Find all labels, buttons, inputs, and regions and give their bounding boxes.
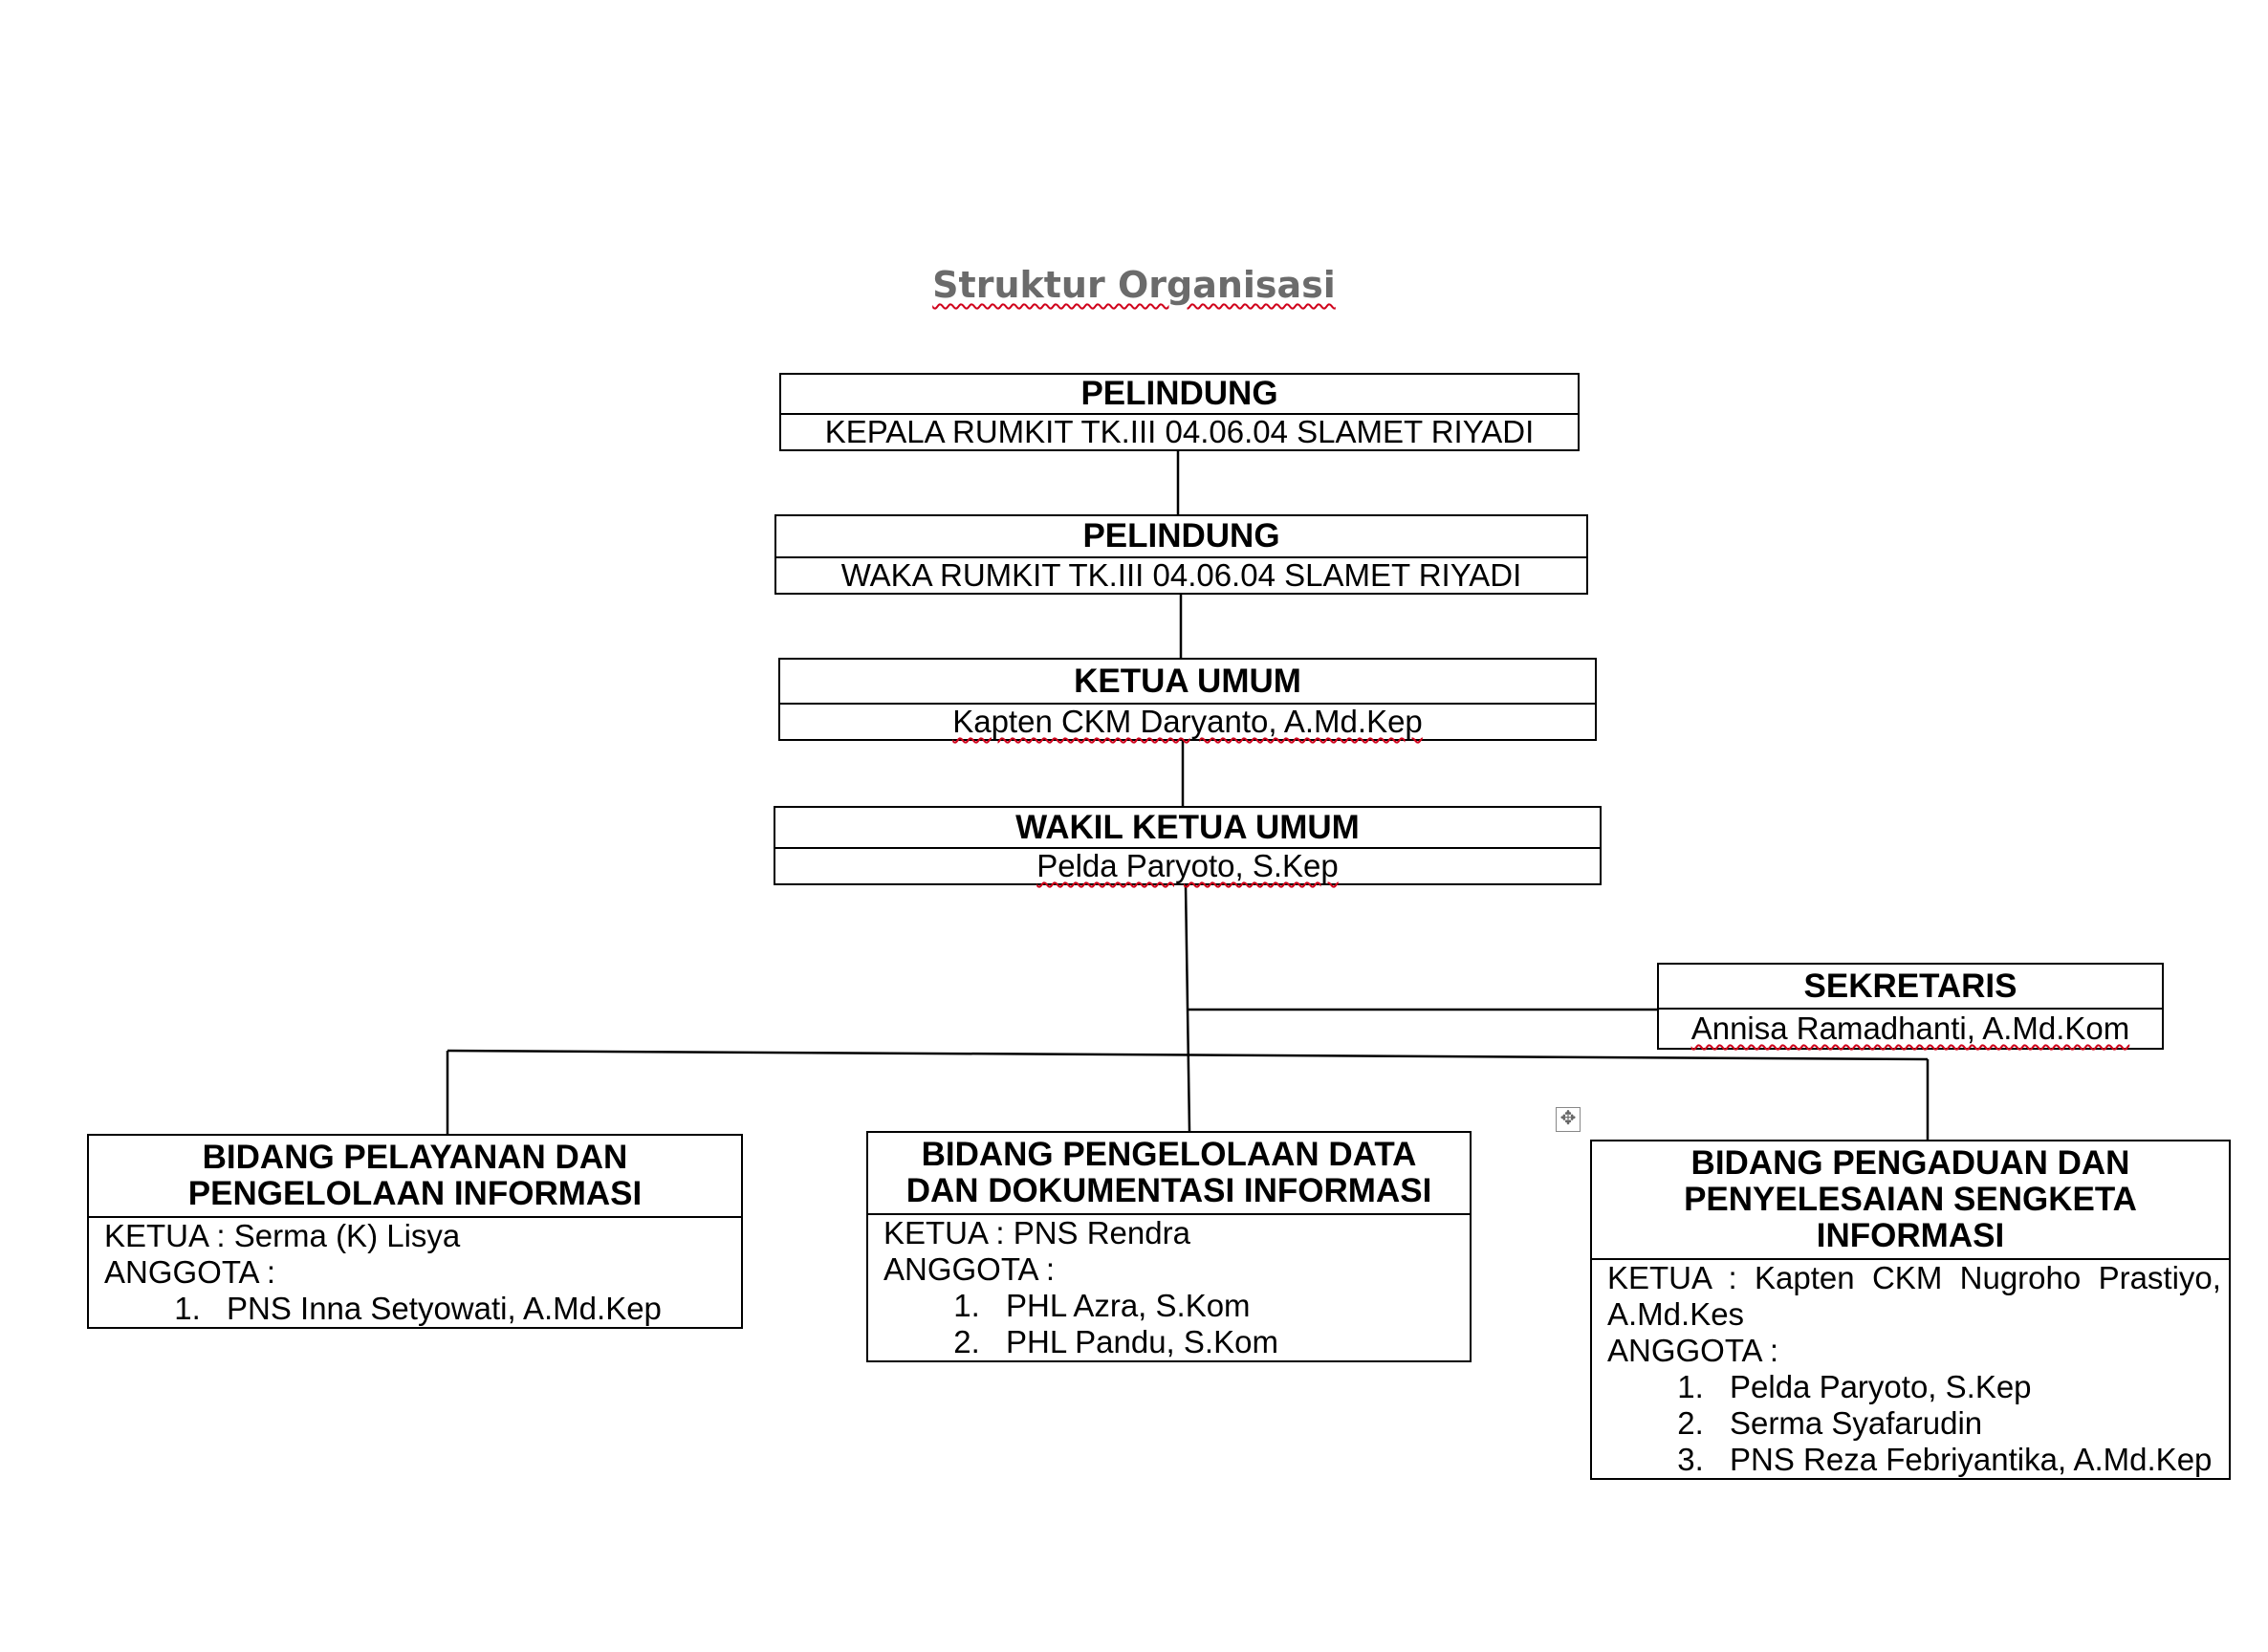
- ketua-text: KETUA : Serma (K) Lisya: [104, 1218, 461, 1253]
- node-sub: WAKA RUMKIT TK.III 04.06.04 SLAMET RIYAD…: [840, 557, 1522, 593]
- anggota-label: ANGGOTA :: [104, 1254, 276, 1290]
- anggota-label: ANGGOTA :: [1607, 1333, 1779, 1368]
- ketua-text-cont: A.Md.Kes: [1607, 1296, 1745, 1332]
- node-wakil-ketua-umum: WAKIL KETUA UMUM Pelda Paryoto, S.Kep: [774, 806, 1602, 885]
- node-pelindung-kepala: PELINDUNG KEPALA RUMKIT TK.III 04.06.04 …: [779, 373, 1580, 451]
- node-body: KETUA : PNS Rendra ANGGOTA : PHL Azra, S…: [868, 1215, 1470, 1360]
- node-head: SEKRETARIS: [1659, 965, 2162, 1010]
- node-head: PELINDUNG: [781, 375, 1578, 415]
- node-ketua-umum: KETUA UMUM Kapten CKM Daryanto, A.Md.Kep: [778, 658, 1597, 741]
- connector-wakil-trunk: [1184, 883, 1191, 1132]
- list-item: Pelda Paryoto, S.Kep: [1712, 1369, 2213, 1405]
- node-head: BIDANG PENGELOLAAN DATA DAN DOKUMENTASI …: [868, 1133, 1470, 1215]
- move-handle-icon[interactable]: ✥: [1556, 1107, 1581, 1132]
- ketua-text: KETUA : Kapten CKM Nugroho Prastiyo,: [1607, 1260, 2221, 1295]
- node-body: KETUA : Serma (K) Lisya ANGGOTA : PNS In…: [89, 1218, 741, 1327]
- list-item: PHL Azra, S.Kom: [989, 1288, 1454, 1324]
- list-item: PNS Inna Setyowati, A.Md.Kep: [209, 1291, 726, 1327]
- node-sub: Annisa Ramadhanti, A.Md.Kom: [1659, 1010, 2162, 1048]
- node-head-line: BIDANG PENGELOLAAN DATA: [921, 1136, 1417, 1173]
- node-sub: Pelda Paryoto, S.Kep: [775, 849, 1600, 883]
- list-item: PHL Pandu, S.Kom: [989, 1324, 1454, 1360]
- page-title: Struktur Organisasi: [932, 264, 1336, 306]
- connector-branch-horizontal: [447, 1049, 1929, 1061]
- node-bidang-pengelolaan-data: BIDANG PENGELOLAAN DATA DAN DOKUMENTASI …: [866, 1131, 1472, 1362]
- list-item: PNS Reza Febriyantika, A.Md.Kep: [1712, 1442, 2213, 1478]
- node-head-line: BIDANG PENGADUAN DAN: [1690, 1144, 2130, 1182]
- node-head-line: INFORMASI: [1816, 1217, 2005, 1254]
- node-sub-text: Pelda Paryoto, S.Kep: [1036, 848, 1339, 883]
- node-bidang-pelayanan: BIDANG PELAYANAN DAN PENGELOLAAN INFORMA…: [87, 1134, 743, 1329]
- node-head: KETUA UMUM: [780, 660, 1595, 705]
- node-head: PELINDUNG: [776, 516, 1586, 558]
- node-head: BIDANG PELAYANAN DAN PENGELOLAAN INFORMA…: [89, 1136, 741, 1218]
- list-item: Serma Syafarudin: [1712, 1405, 2213, 1442]
- node-body: KETUA : Kapten CKM Nugroho Prastiyo, A.M…: [1592, 1260, 2229, 1478]
- node-head-line: PENYELESAIAN SENGKETA: [1684, 1181, 2137, 1218]
- node-head: BIDANG PENGADUAN DAN PENYELESAIAN SENGKE…: [1592, 1141, 2229, 1260]
- node-sub-text: Kapten CKM Daryanto, A.Md.Kep: [952, 704, 1423, 739]
- node-head-line: PENGELOLAAN INFORMASI: [187, 1175, 643, 1212]
- node-head-line: DAN DOKUMENTASI INFORMASI: [905, 1172, 1432, 1209]
- member-list: Pelda Paryoto, S.Kep Serma Syafarudin PN…: [1607, 1369, 2213, 1478]
- member-list: PHL Azra, S.Kom PHL Pandu, S.Kom: [883, 1288, 1454, 1360]
- anggota-label: ANGGOTA :: [883, 1251, 1056, 1287]
- node-sub: Kapten CKM Daryanto, A.Md.Kep: [780, 705, 1595, 739]
- node-sub: KEPALA RUMKIT TK.III 04.06.04 SLAMET RIY…: [824, 414, 1535, 449]
- node-head-line: BIDANG PELAYANAN DAN: [202, 1139, 628, 1176]
- node-bidang-pengaduan: BIDANG PENGADUAN DAN PENYELESAIAN SENGKE…: [1590, 1140, 2231, 1480]
- node-sub-text: Annisa Ramadhanti, A.Md.Kom: [1690, 1011, 2130, 1046]
- member-list: PNS Inna Setyowati, A.Md.Kep: [104, 1291, 726, 1327]
- node-sekretaris: SEKRETARIS Annisa Ramadhanti, A.Md.Kom: [1657, 963, 2164, 1050]
- node-head: WAKIL KETUA UMUM: [775, 808, 1600, 849]
- ketua-text: KETUA : PNS Rendra: [883, 1215, 1190, 1250]
- node-pelindung-waka: PELINDUNG WAKA RUMKIT TK.III 04.06.04 SL…: [774, 514, 1588, 595]
